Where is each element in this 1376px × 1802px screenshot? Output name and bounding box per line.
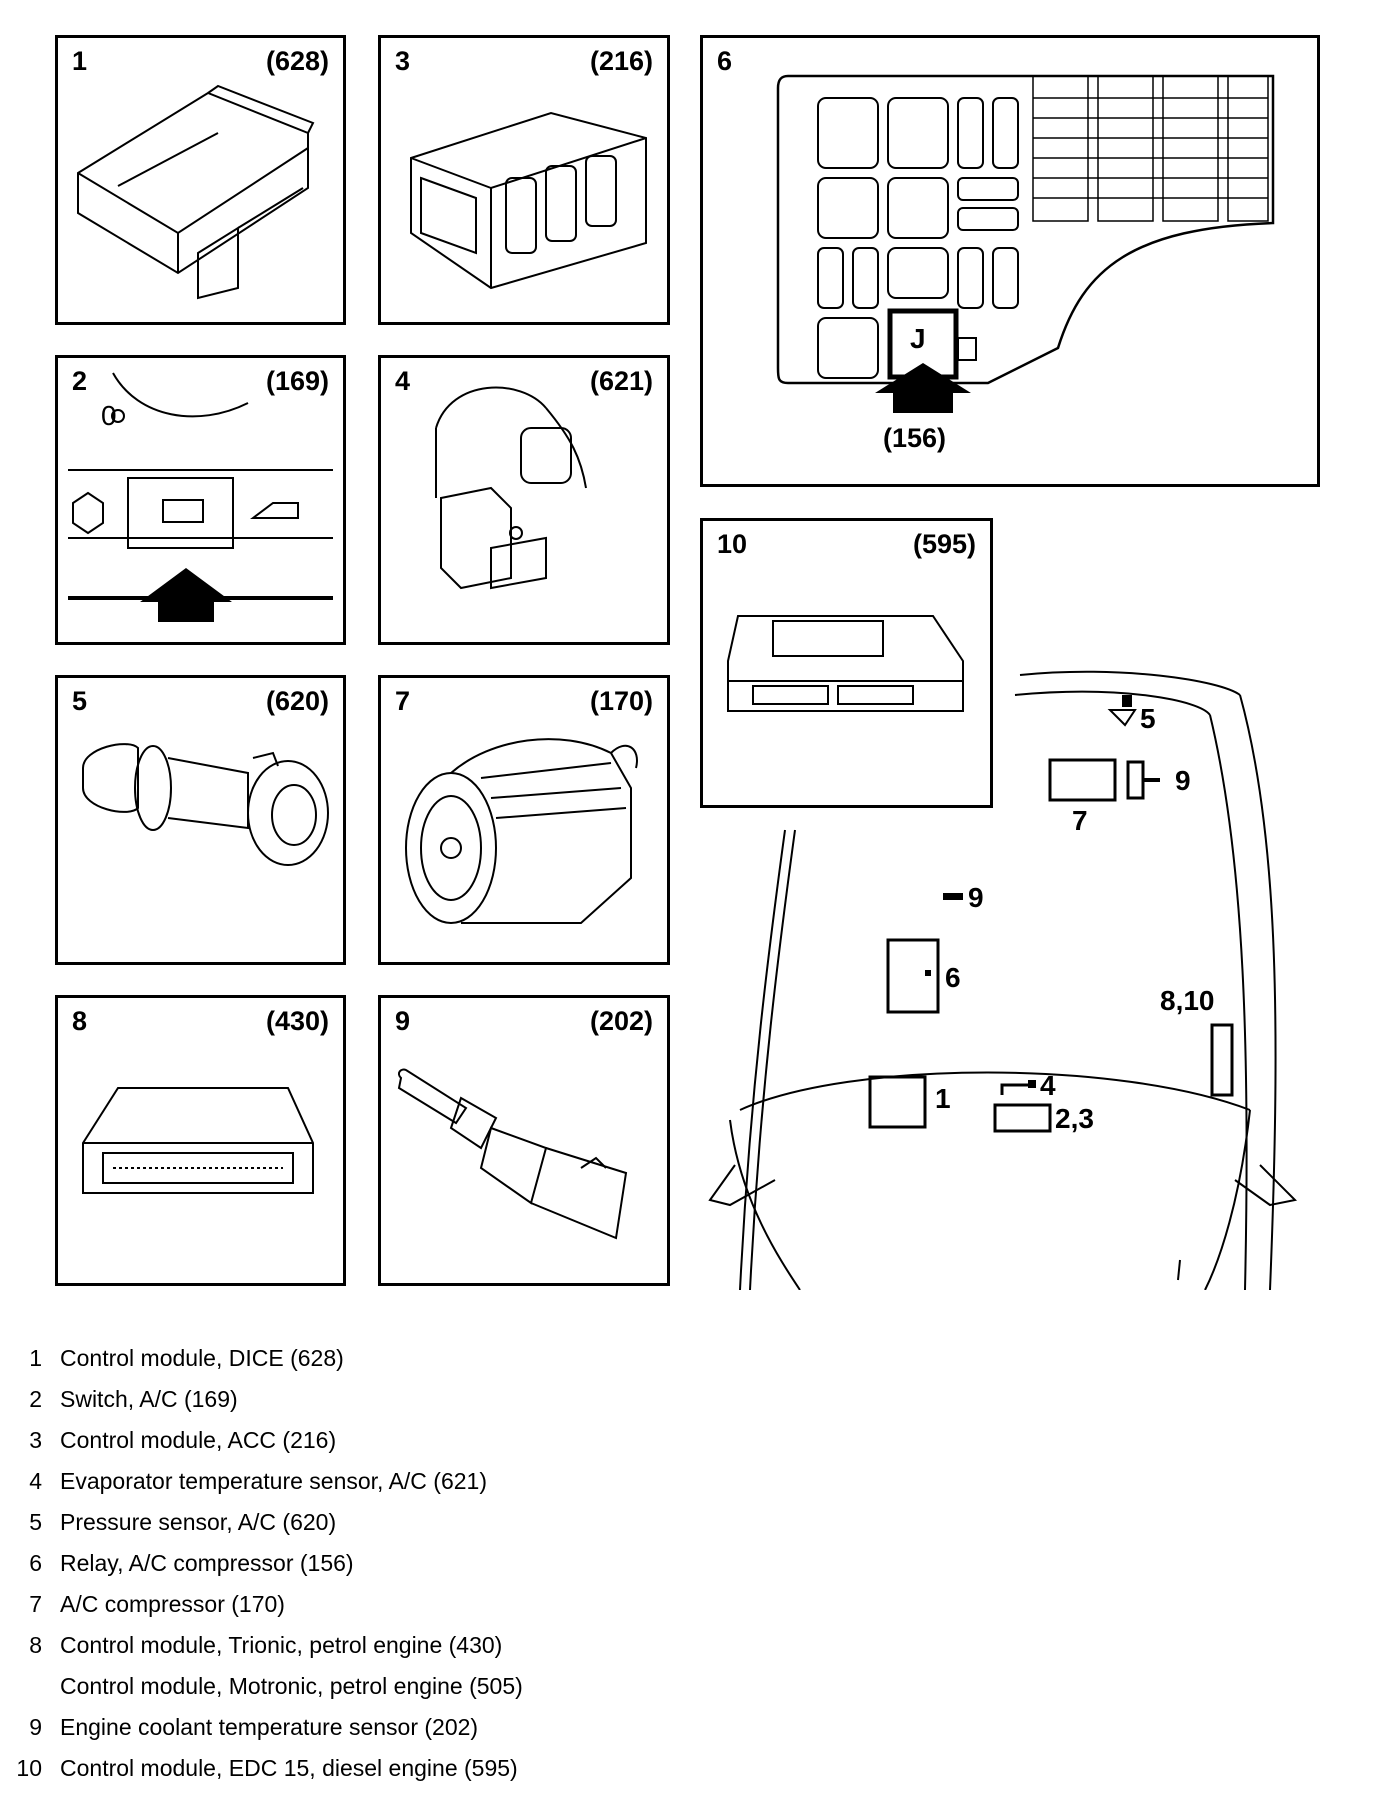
panel-6-relay-box: 6 [700, 35, 1320, 487]
legend-number: 2 [29, 1386, 42, 1412]
legend-number: 8 [29, 1632, 42, 1658]
acc-module-illustration [410, 111, 647, 290]
panel-code: (628) [265, 46, 329, 76]
legend-text: Control module, Motronic, petrol engine … [60, 1673, 523, 1699]
panel-number: 5 [72, 686, 88, 716]
legend-number: 1 [29, 1345, 42, 1371]
panel-code: (202) [589, 1006, 653, 1036]
panel-code: (620) [265, 686, 329, 716]
marker-1 [868, 1075, 927, 1129]
legend-number: 7 [29, 1591, 42, 1617]
panel-number: 8 [72, 1006, 88, 1036]
panel-8-control-module-trionic: 8 (430) [55, 995, 346, 1286]
panel-4-evaporator-sensor: 4 (621) [378, 355, 670, 645]
marker-8-10 [1210, 1023, 1234, 1097]
legend-number: 10 [16, 1755, 42, 1781]
legend-text: Pressure sensor, A/C (620) [60, 1509, 337, 1535]
panel-5-pressure-sensor: 5 (620) [55, 675, 346, 965]
ac-switch-illustration [68, 372, 333, 622]
panel-code: (170) [589, 686, 653, 716]
evaporator-sensor-illustration [435, 386, 587, 590]
panel-number: 3 [395, 46, 411, 76]
marker-9-top [1126, 760, 1145, 800]
panel-number: 10 [717, 529, 748, 559]
compressor-illustration [405, 738, 638, 924]
car-label-1: 1 [935, 1083, 951, 1114]
legend-number: 5 [29, 1509, 42, 1535]
pressure-sensor-illustration [82, 743, 329, 866]
panel-number: 7 [395, 686, 411, 716]
car-label-8-10: 8,10 [1160, 985, 1215, 1016]
panel-code: (169) [265, 366, 329, 396]
legend-text: Control module, ACC (216) [60, 1427, 337, 1453]
panel-2-switch-ac: 2 (169) 0 [55, 355, 346, 645]
panel-code: (595) [912, 529, 976, 559]
panel-number: 6 [717, 46, 733, 76]
car-location-diagram: 5 9 7 9 6 8,10 1 4 2,3 [708, 670, 1298, 1290]
relay-arrow-icon [875, 363, 971, 413]
legend-text: Control module, Trionic, petrol engine (… [60, 1632, 503, 1658]
relay-j-label: J [910, 323, 926, 354]
panel-code: (430) [265, 1006, 329, 1036]
dice-module-illustration [77, 84, 315, 300]
marker-9-mid [943, 893, 963, 900]
legend-number: 6 [29, 1550, 42, 1576]
legend-number: 9 [29, 1714, 42, 1740]
panel-number: 2 [72, 366, 88, 396]
panel-code: (216) [589, 46, 653, 76]
legend-number: 3 [29, 1427, 42, 1453]
marker-6 [886, 938, 940, 1014]
car-label-9-mid: 9 [968, 882, 984, 913]
relay-arrow-code: (156) [883, 423, 947, 453]
panel-3-control-module-acc: 3 (216) [378, 35, 670, 325]
car-label-7: 7 [1072, 805, 1088, 836]
car-label-9-top: 9 [1175, 765, 1191, 796]
car-label-5: 5 [1140, 703, 1156, 734]
coolant-sensor-illustration [397, 1068, 628, 1240]
legend-text: Control module, DICE (628) [60, 1345, 344, 1371]
legend-text: Evaporator temperature sensor, A/C (621) [60, 1468, 487, 1494]
car-label-4: 4 [1040, 1070, 1056, 1101]
switch-arrow-icon [140, 568, 232, 622]
legend-text: A/C compressor (170) [60, 1591, 285, 1617]
car-label-2-3: 2,3 [1055, 1103, 1094, 1134]
marker-7 [1048, 758, 1117, 802]
panel-1-control-module-dice: 1 (628) [55, 35, 346, 325]
legend-number: 4 [29, 1468, 42, 1494]
legend-text: Control module, EDC 15, diesel engine (5… [60, 1755, 518, 1781]
marker-4 [1000, 1083, 1030, 1095]
trionic-module-illustration [82, 1087, 314, 1194]
dial-zero-label: 0 [101, 400, 117, 431]
relay-box-illustration [776, 74, 1275, 413]
panel-7-ac-compressor: 7 (170) [378, 675, 670, 965]
panel-number: 1 [72, 46, 88, 76]
panel-9-coolant-temp-sensor: 9 (202) [378, 995, 670, 1286]
marker-2-3 [993, 1103, 1052, 1133]
panel-10-control-module-edc15: 10 (595) [700, 518, 993, 808]
panel-code: (621) [589, 366, 653, 396]
panel-number: 9 [395, 1006, 411, 1036]
legend-text: Switch, A/C (169) [60, 1386, 238, 1412]
panel-number: 4 [395, 366, 411, 396]
edc15-module-illustration [727, 615, 964, 712]
car-label-6: 6 [945, 962, 961, 993]
legend-text: Engine coolant temperature sensor (202) [60, 1714, 479, 1740]
legend-text: Relay, A/C compressor (156) [60, 1550, 354, 1576]
